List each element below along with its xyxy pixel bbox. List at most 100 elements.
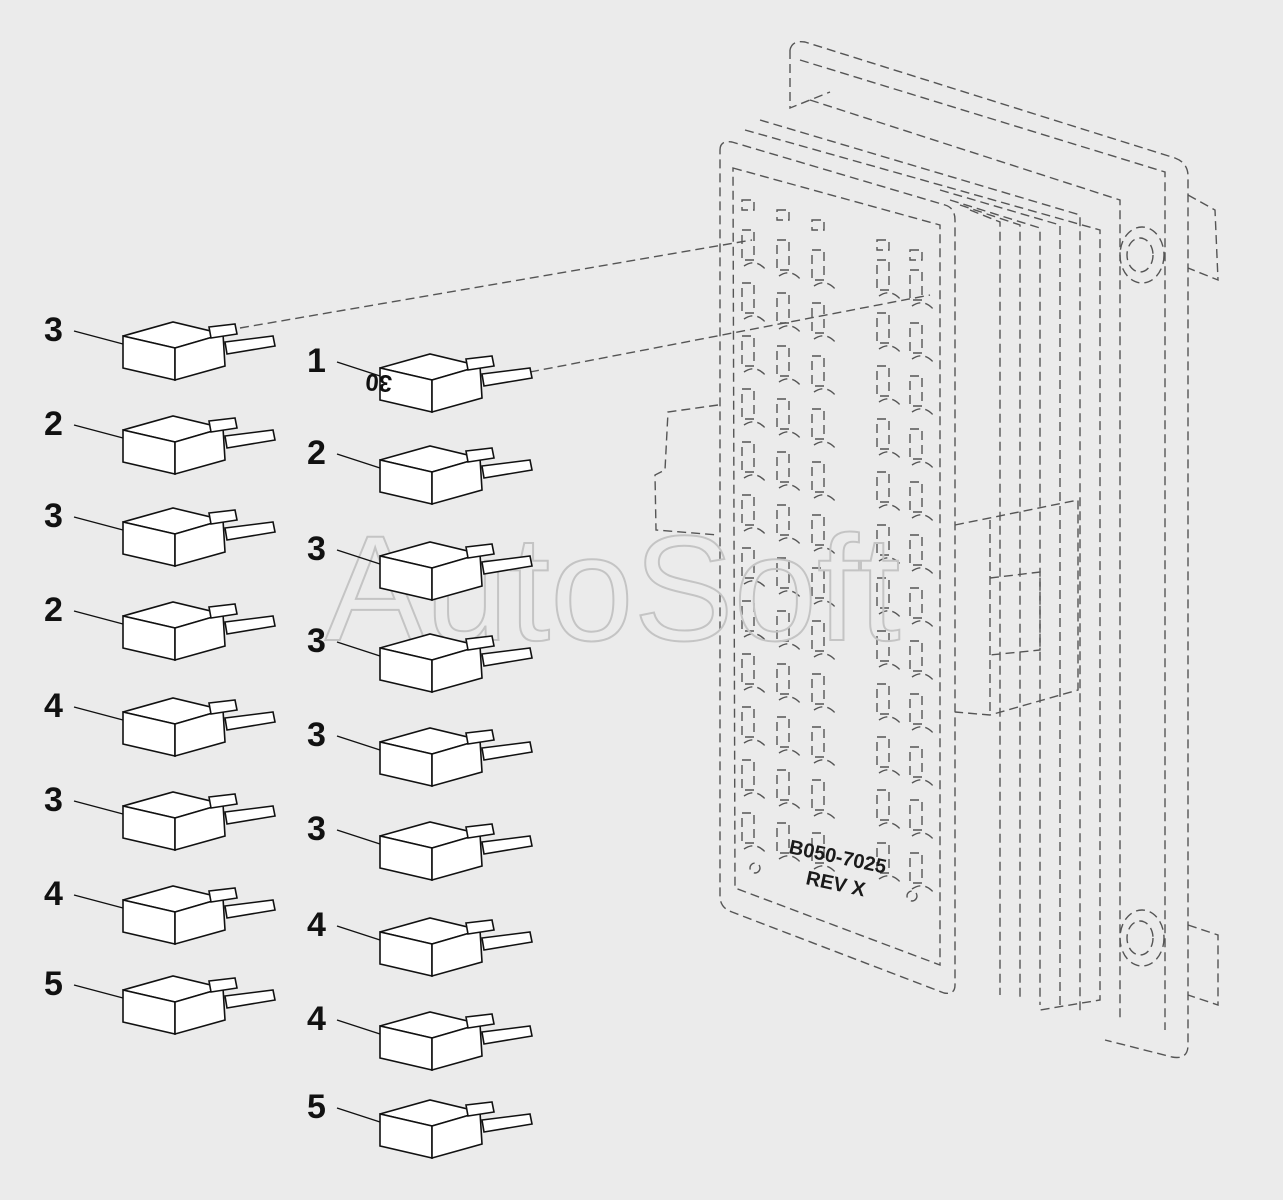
fuse-socket (876, 259, 890, 291)
fuse-blade (224, 521, 276, 541)
fuse-socket-terminal (743, 421, 767, 430)
fuse-socket-terminal (911, 408, 935, 417)
fuse-blade (481, 555, 533, 575)
fuse-callout-number: 3 (307, 622, 326, 660)
mini-fuse: 2 (44, 405, 276, 476)
fuse-body-front (174, 518, 226, 568)
fuse-socket-terminal (813, 441, 837, 450)
fuse-socket (776, 822, 790, 854)
mini-fuse: 3 (307, 622, 533, 694)
fuse-blade (481, 835, 533, 855)
fuse-socket-terminal (778, 325, 802, 334)
fuse-socket (811, 620, 825, 652)
fuse-blade (465, 635, 495, 651)
fuse-socket-terminal (778, 749, 802, 758)
callout-leader (336, 549, 381, 565)
fuse-blade (481, 741, 533, 761)
fuse-body-front (174, 612, 226, 662)
fuse-socket-terminal (878, 875, 902, 884)
fuse-socket-terminal (813, 547, 837, 556)
fuse-socket (811, 302, 825, 334)
callout-leader (73, 984, 124, 999)
fuse-socket-terminal (813, 282, 837, 291)
fuse-socket (876, 524, 890, 556)
fuse-socket (876, 736, 890, 768)
mini-fuse: 3 (44, 311, 276, 382)
callout-leader (73, 800, 124, 815)
fuse-socket-terminal (743, 368, 767, 377)
mini-fuse: 2 (44, 591, 276, 662)
fuse-socket-terminal (778, 590, 802, 599)
callout-leader (336, 925, 381, 941)
fuse-blade (465, 1101, 495, 1117)
fuse-socket-terminal (743, 474, 767, 483)
fuse-socket (776, 504, 790, 536)
fuse-socket-terminal (743, 527, 767, 536)
fuse-body-front (174, 426, 226, 476)
fuse-callout-number: 2 (44, 405, 63, 443)
fuse-socket (741, 335, 755, 367)
fuse-callout-number: 5 (307, 1088, 326, 1126)
fuse-body-front (174, 986, 226, 1036)
fuse-socket (876, 418, 890, 450)
fuse-socket (876, 842, 890, 874)
callout-leader (73, 516, 124, 531)
fuse-socket (909, 693, 923, 725)
fuse-socket (811, 249, 825, 281)
fuse-socket (776, 292, 790, 324)
fuse-callout-number: 4 (307, 906, 326, 944)
fuse-socket-terminal (878, 345, 902, 354)
fuse-body-front (431, 364, 483, 414)
fuse-socket (909, 322, 923, 354)
fuse-blade (481, 1025, 533, 1045)
mini-fuse: 3 (44, 497, 276, 568)
fuse-socket-terminal (911, 302, 935, 311)
fuse-socket (741, 229, 755, 261)
mini-fuse: 2 (307, 434, 533, 506)
fuse-blade (224, 805, 276, 825)
fuse-socket-terminal (778, 537, 802, 546)
fuse-blade (224, 711, 276, 731)
fuse-socket (776, 451, 790, 483)
fuse-blade (465, 447, 495, 463)
fuse-body-front (431, 738, 483, 788)
fuse-callout-number: 3 (307, 810, 326, 848)
fuse-callout-number: 5 (44, 965, 63, 1003)
mini-fuse: 3 (307, 810, 533, 882)
fuse-socket (909, 269, 923, 301)
fuse-socket (811, 461, 825, 493)
fuse-socket-terminal (813, 388, 837, 397)
fuse-callout-number: 1 (307, 342, 326, 380)
fuse-socket (741, 759, 755, 791)
fuse-socket-terminal (878, 504, 902, 513)
fuse-callout-number: 4 (307, 1000, 326, 1038)
fuse-socket (909, 481, 923, 513)
fuse-socket-terminal (911, 885, 935, 894)
fuse-blade (224, 335, 276, 355)
fuse-socket (776, 769, 790, 801)
fuse-socket-terminal (878, 769, 902, 778)
fuse-socket-terminal (743, 739, 767, 748)
fuse-socket-terminal (813, 653, 837, 662)
fuse-body-front (431, 552, 483, 602)
fuse-body-front (431, 1022, 483, 1072)
fuse-socket-terminal (778, 855, 802, 864)
fuse-socket (741, 812, 755, 844)
fuse-socket (876, 365, 890, 397)
fuse-blade (481, 931, 533, 951)
callout-leader (73, 706, 124, 721)
fuse-socket-terminal (878, 663, 902, 672)
fuse-socket-terminal (911, 355, 935, 364)
fuse-socket (811, 673, 825, 705)
fuse-socket (876, 471, 890, 503)
fuse-socket (776, 345, 790, 377)
mini-fuse: 4 (44, 875, 276, 946)
fuse-socket (776, 716, 790, 748)
fuse-socket-terminal (911, 514, 935, 523)
fuse-callout-number: 4 (44, 875, 63, 913)
fuse-socket (776, 663, 790, 695)
fuse-socket (776, 610, 790, 642)
callout-leader (73, 610, 124, 625)
fuse-socket (909, 587, 923, 619)
